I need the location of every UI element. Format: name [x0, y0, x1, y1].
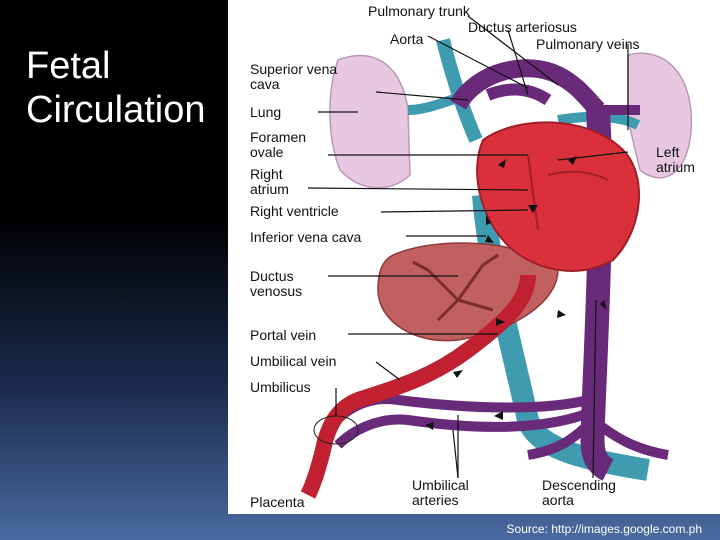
diagram-illustration [300, 15, 692, 499]
slide-title: Fetal Circulation [26, 45, 206, 131]
leader-lines [307, 15, 629, 479]
heart-shape [476, 121, 640, 272]
label-right-ventricle: Right ventricle [250, 203, 339, 219]
liver-branches [412, 253, 499, 322]
label-right-atrium: Right atrium [250, 166, 289, 197]
label-foramen-ovale: Foramen ovale [250, 129, 307, 160]
label-placenta: Placenta [250, 494, 305, 510]
fetal-circulation-diagram: Pulmonary trunk Ductus arteriosus Aorta … [228, 0, 720, 514]
label-umbilical-vein: Umbilical vein [250, 353, 337, 369]
label-descending-aorta: Descending aorta [542, 477, 616, 508]
ductus-arteriosus-vessel [485, 83, 552, 106]
label-inferior-vena-cava: Inferior vena cava [250, 229, 362, 245]
left-lung-shape [329, 54, 411, 189]
umbilical-vein-vessel [300, 274, 536, 499]
label-umbilical-arteries: Umbilical arteries [412, 477, 469, 508]
iliac-branches [527, 416, 669, 460]
label-pulmonary-trunk: Pulmonary trunk [368, 3, 470, 19]
label-portal-vein: Portal vein [250, 327, 317, 343]
label-aorta: Aorta [390, 31, 424, 47]
right-lung-shape [627, 52, 692, 179]
source-credit: Source: http://images.google.com.ph [506, 522, 702, 536]
label-pulmonary-veins: Pulmonary veins [536, 36, 640, 52]
label-ductus-arteriosus: Ductus arteriosus [468, 19, 577, 35]
label-superior-vena-cava: Superior vena cava [250, 61, 338, 92]
label-ductus-venosus: Ductus venosus [250, 268, 303, 299]
aortic-arch [450, 59, 605, 117]
label-lung: Lung [250, 104, 282, 120]
heart-chambers [527, 154, 609, 231]
label-left-atrium: Left atrium [656, 144, 695, 175]
label-umbilicus: Umbilicus [250, 379, 311, 395]
